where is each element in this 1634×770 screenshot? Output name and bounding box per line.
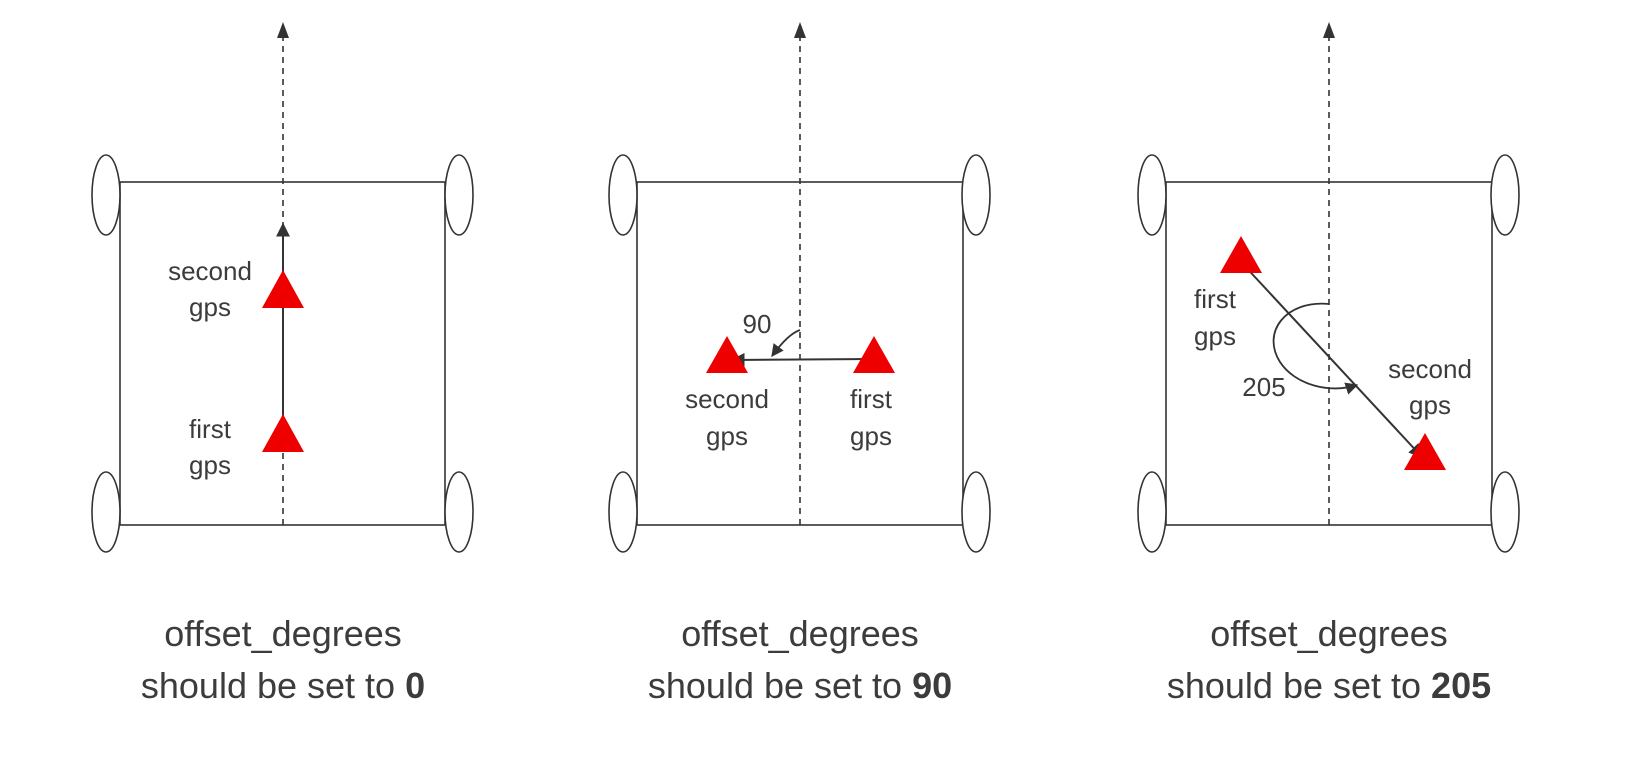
heading-axis	[794, 22, 806, 525]
second-gps-label-line1: second	[685, 384, 769, 414]
wheel-front-right	[1490, 154, 1520, 236]
panel-2: 90 second gps first gps	[608, 22, 991, 553]
wheel-rear-left	[608, 471, 638, 553]
first-gps-label-line1: first	[850, 384, 893, 414]
first-gps-marker	[1220, 236, 1262, 273]
caption-line2: should be set to 205	[1079, 660, 1579, 712]
wheel-rear-right	[1490, 471, 1520, 553]
second-gps-label-line2: gps	[1409, 390, 1451, 420]
heading-axis	[1323, 22, 1335, 525]
caption-panel-1: offset_degrees should be set to 0	[33, 608, 533, 712]
wheel-front-right	[961, 154, 991, 236]
wheel-rear-right	[961, 471, 991, 553]
second-gps-label-line2: gps	[706, 421, 748, 451]
vehicle-body	[119, 181, 446, 526]
second-gps-label-line2: gps	[189, 292, 231, 322]
second-gps-marker	[262, 270, 304, 308]
vehicle-body	[636, 181, 964, 526]
second-gps-label-line1: second	[168, 256, 252, 286]
first-gps-marker	[853, 336, 895, 373]
vehicle-body	[1165, 181, 1493, 526]
caption-value: 205	[1431, 665, 1492, 706]
first-gps-label-line1: first	[1194, 284, 1237, 314]
wheel-front-left	[91, 154, 121, 236]
angle-label: 205	[1242, 372, 1285, 402]
caption-panel-3: offset_degrees should be set to 205	[1079, 608, 1579, 712]
second-gps-marker	[1404, 433, 1446, 470]
caption-panel-2: offset_degrees should be set to 90	[550, 608, 1050, 712]
wheel-front-left	[608, 154, 638, 236]
wheel-rear-right	[444, 471, 474, 553]
caption-prefix: should be set to	[647, 665, 913, 706]
first-gps-label-line1: first	[189, 414, 232, 444]
caption-line1: offset_degrees	[164, 613, 402, 654]
gps-vector-arrow	[730, 352, 875, 367]
caption-prefix: should be set to	[1166, 665, 1432, 706]
caption-value: 90	[912, 665, 953, 706]
caption-line2: should be set to 90	[550, 660, 1050, 712]
caption-line2: should be set to 0	[33, 660, 533, 712]
wheel-front-right	[444, 154, 474, 236]
gps-vector-arrow	[1240, 261, 1423, 459]
wheel-rear-left	[91, 471, 121, 553]
caption-line1: offset_degrees	[681, 613, 919, 654]
caption-line1: offset_degrees	[1210, 613, 1448, 654]
angle-label: 90	[743, 309, 772, 339]
first-gps-marker	[262, 414, 304, 452]
caption-prefix: should be set to	[140, 665, 406, 706]
first-gps-label-line2: gps	[1194, 321, 1236, 351]
heading-axis	[277, 22, 289, 525]
panel-1: second gps first gps	[91, 22, 474, 553]
second-gps-label-line1: second	[1388, 354, 1472, 384]
angle-arc	[1272, 302, 1359, 395]
first-gps-label-line2: gps	[850, 421, 892, 451]
second-gps-marker	[706, 336, 748, 373]
wheel-front-left	[1137, 154, 1167, 236]
first-gps-label-line2: gps	[189, 450, 231, 480]
wheel-rear-left	[1137, 471, 1167, 553]
caption-value: 0	[405, 665, 426, 706]
panel-3: 205 first gps second gps	[1137, 22, 1520, 553]
angle-arc	[771, 329, 801, 358]
